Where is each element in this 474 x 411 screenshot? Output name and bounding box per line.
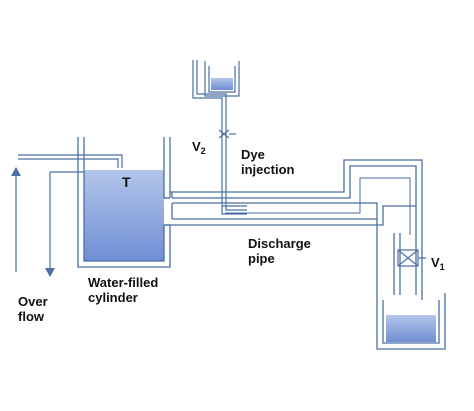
collection-tank-water (386, 315, 436, 342)
overflow-line1: Over (18, 294, 48, 309)
valve-v2[interactable] (218, 129, 236, 139)
dye-injection-line1: Dye (241, 147, 265, 162)
cylinder-label: Water-filled cylinder (88, 275, 158, 305)
cylinder-line1: Water-filled (88, 275, 159, 290)
dye-injection-label: Dye injection (241, 147, 294, 177)
valve-v1-label: V1 (431, 255, 445, 275)
overflow-line2: flow (18, 309, 44, 324)
inlet-pipe (18, 154, 123, 168)
valve-v1[interactable] (397, 249, 426, 267)
dye-reservoir-liquid (211, 78, 233, 90)
valve-v2-label: V2 (192, 139, 206, 159)
overflow-up-arrowhead (11, 167, 21, 176)
overflow-label: Over flow (18, 294, 48, 324)
overflow-arrows (11, 167, 88, 277)
discharge-pipe-line2: pipe (248, 251, 275, 266)
cylinder-water (84, 170, 164, 261)
valve-v1-subscript: 1 (439, 262, 445, 272)
cylinder-line2: cylinder (88, 290, 138, 305)
valve-v1-letter: V (431, 255, 440, 270)
overflow-down-arrowhead (45, 268, 55, 277)
collection-tank (376, 293, 446, 350)
valve-v2-letter: V (192, 139, 201, 154)
dye-streak (225, 177, 411, 235)
discharge-pipe-label: Discharge pipe (248, 236, 311, 266)
water-filled-cylinder (77, 137, 171, 268)
dye-injection-tube (192, 60, 247, 215)
dye-reservoir (204, 61, 240, 97)
discharge-pipe (164, 159, 423, 300)
valve-v2-subscript: 2 (200, 146, 206, 156)
dye-injection-line2: injection (241, 162, 295, 177)
tank-marker-label: T (122, 174, 131, 190)
discharge-pipe-line1: Discharge (248, 236, 311, 251)
